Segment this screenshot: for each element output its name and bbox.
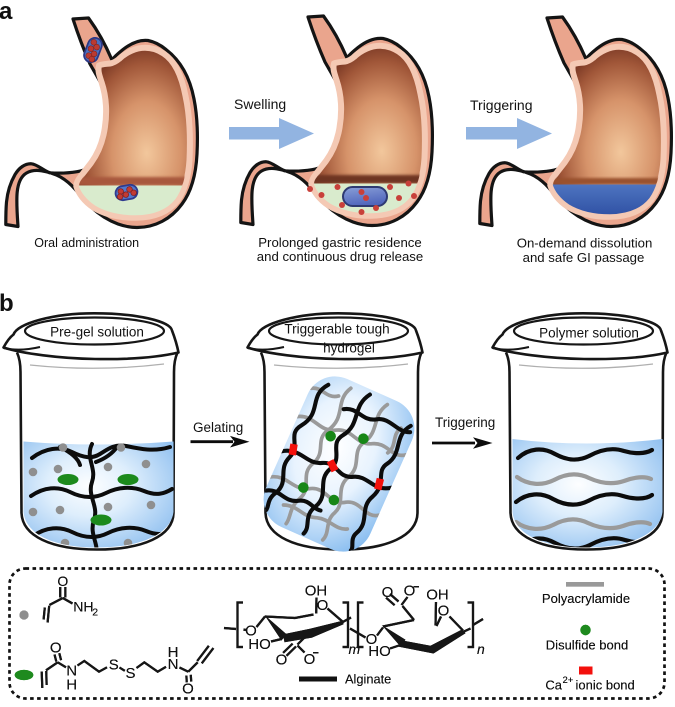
svg-text:O: O bbox=[404, 583, 416, 600]
svg-text:n: n bbox=[477, 641, 485, 657]
svg-text:S: S bbox=[125, 665, 135, 682]
svg-text:O: O bbox=[182, 681, 194, 698]
svg-text:n: n bbox=[477, 641, 485, 657]
svg-text:OH: OH bbox=[305, 583, 328, 600]
svg-text:O: O bbox=[304, 651, 316, 668]
svg-text:2: 2 bbox=[92, 606, 98, 618]
svg-text:ionic bond: ionic bond bbox=[576, 678, 635, 693]
svg-text:HO: HO bbox=[248, 636, 271, 653]
svg-text:2: 2 bbox=[92, 606, 98, 618]
svg-text:O: O bbox=[50, 640, 62, 657]
svg-text:m: m bbox=[349, 641, 361, 657]
svg-text:Disulfide bond: Disulfide bond bbox=[546, 638, 628, 653]
svg-text:N: N bbox=[66, 663, 77, 680]
svg-text:O: O bbox=[245, 623, 257, 640]
svg-text:O: O bbox=[438, 603, 450, 620]
svg-text:H: H bbox=[168, 644, 179, 661]
svg-text:H: H bbox=[66, 677, 77, 694]
svg-text:hydrogel: hydrogel bbox=[323, 341, 375, 356]
svg-text:Gelating: Gelating bbox=[193, 420, 243, 435]
svg-text:O: O bbox=[182, 681, 194, 698]
svg-text:O: O bbox=[276, 652, 288, 669]
svg-text:HO: HO bbox=[368, 643, 391, 660]
svg-text:N: N bbox=[168, 656, 179, 673]
svg-text:O: O bbox=[57, 573, 68, 589]
svg-text:2+: 2+ bbox=[563, 675, 574, 686]
svg-text:Triggering: Triggering bbox=[470, 97, 533, 113]
svg-text:Triggering: Triggering bbox=[435, 415, 495, 430]
svg-text:H: H bbox=[66, 677, 77, 694]
svg-text:O: O bbox=[317, 597, 329, 614]
svg-text:Ca: Ca bbox=[545, 678, 562, 693]
svg-text:O: O bbox=[50, 640, 62, 657]
svg-text:N: N bbox=[66, 663, 77, 680]
svg-text:OH: OH bbox=[426, 587, 449, 604]
svg-text:S: S bbox=[125, 665, 135, 682]
svg-text:b: b bbox=[0, 290, 14, 317]
svg-text:Pre-gel solution: Pre-gel solution bbox=[50, 325, 144, 340]
svg-text:Polyacrylamide: Polyacrylamide bbox=[542, 591, 630, 606]
svg-text:HO: HO bbox=[248, 636, 271, 653]
svg-text:O: O bbox=[317, 597, 329, 614]
svg-text:Prolonged gastric residence: Prolonged gastric residence bbox=[258, 235, 421, 250]
svg-text:S: S bbox=[109, 657, 119, 674]
svg-text:O: O bbox=[276, 652, 288, 669]
svg-text:2+: 2+ bbox=[563, 675, 574, 686]
svg-text:Polyacrylamide: Polyacrylamide bbox=[542, 591, 630, 606]
svg-text:H: H bbox=[168, 644, 179, 661]
svg-text:Triggerable tough: Triggerable tough bbox=[284, 322, 389, 337]
svg-text:O: O bbox=[57, 573, 68, 589]
svg-text:Alginate: Alginate bbox=[345, 672, 391, 687]
svg-text:Oral administration: Oral administration bbox=[34, 236, 139, 250]
svg-text:Polymer solution: Polymer solution bbox=[539, 326, 639, 341]
svg-text:On-demand dissolution: On-demand dissolution bbox=[517, 235, 653, 250]
svg-text:Disulfide bond: Disulfide bond bbox=[546, 638, 628, 653]
svg-text:OH: OH bbox=[426, 587, 449, 604]
svg-text:O: O bbox=[245, 623, 257, 640]
svg-text:O: O bbox=[304, 651, 316, 668]
svg-text:and continuous drug release: and continuous drug release bbox=[257, 249, 423, 264]
svg-text:O: O bbox=[366, 631, 378, 648]
svg-text:O: O bbox=[366, 631, 378, 648]
svg-text:ionic bond: ionic bond bbox=[576, 678, 635, 693]
svg-text:O: O bbox=[382, 584, 394, 601]
svg-text:S: S bbox=[109, 657, 119, 674]
svg-text:Ca: Ca bbox=[545, 678, 562, 693]
svg-text:NH: NH bbox=[73, 598, 93, 614]
svg-text:Swelling: Swelling bbox=[234, 96, 286, 112]
svg-text:O: O bbox=[404, 583, 416, 600]
svg-text:HO: HO bbox=[368, 643, 391, 660]
svg-text:OH: OH bbox=[305, 583, 328, 600]
svg-text:O: O bbox=[382, 584, 394, 601]
svg-text:Alginate: Alginate bbox=[345, 672, 391, 687]
svg-text:and safe GI passage: and safe GI passage bbox=[523, 250, 645, 265]
svg-text:NH: NH bbox=[73, 598, 93, 614]
svg-text:O: O bbox=[438, 603, 450, 620]
svg-text:N: N bbox=[168, 656, 179, 673]
svg-text:a: a bbox=[0, 0, 13, 25]
